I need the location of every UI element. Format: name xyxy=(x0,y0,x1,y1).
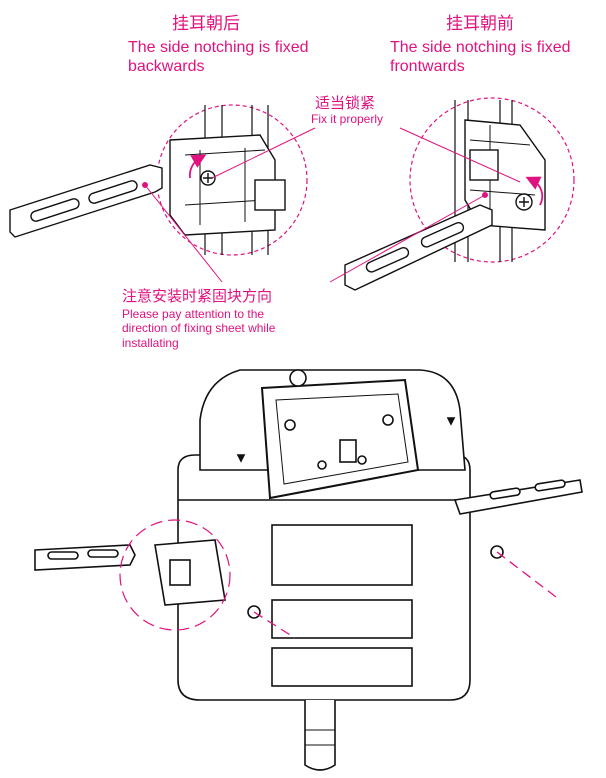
right-title-cn: 挂耳朝前 xyxy=(446,14,514,34)
right-detail-view xyxy=(344,97,575,291)
cistern-detail-circle xyxy=(119,519,231,631)
front-panel xyxy=(260,378,420,500)
rib-1 xyxy=(271,524,413,586)
rib-2 xyxy=(271,599,413,639)
right-detail-circle xyxy=(409,97,575,263)
right-bracket xyxy=(344,204,493,291)
direction-label-cn: 注意安装时紧固块方向 xyxy=(122,287,273,305)
direction-label-en: Please pay attention to the direction of… xyxy=(122,307,276,350)
rib-3 xyxy=(271,647,413,687)
left-title-en: The side notching is fixed backwards xyxy=(128,39,309,76)
right-title-en: The side notching is fixed frontwards xyxy=(390,39,571,76)
outlet-pipe xyxy=(304,700,336,771)
tighten-label-en: Fix it properly xyxy=(311,112,384,126)
left-bracket xyxy=(9,164,163,238)
tighten-label-cn: 适当锁紧 xyxy=(315,94,376,112)
tighten-leaders xyxy=(211,127,521,183)
direction-leaders xyxy=(142,182,488,283)
cistern-body xyxy=(34,369,583,771)
left-title-cn: 挂耳朝后 xyxy=(172,14,240,34)
screw-paths xyxy=(253,551,561,639)
left-detail-circle xyxy=(156,104,308,256)
left-detail-view xyxy=(9,104,308,256)
